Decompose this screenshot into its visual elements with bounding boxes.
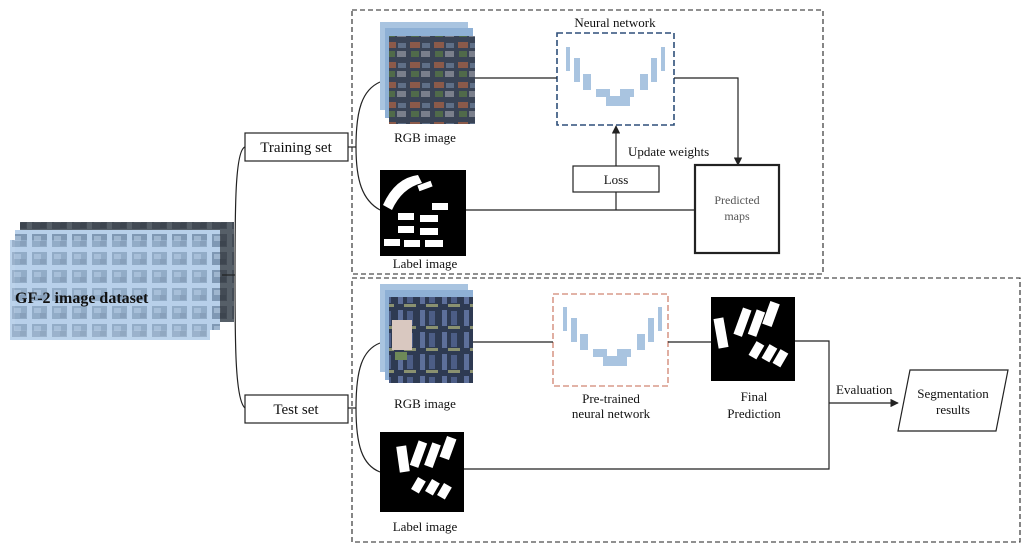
training-set-label: Training set [260,140,332,156]
test-rgb-image [380,284,473,383]
training-label-label: Label image [393,256,458,271]
segmentation-results-box [897,369,1009,432]
predicted-maps-line1: Predicted [714,193,759,207]
final-line2: Prediction [727,406,781,421]
predicted-maps-box [693,163,781,255]
training-rgb-image [380,22,475,124]
loss-label: Loss [604,172,629,187]
test-label-image [380,432,464,512]
loss-box [572,165,660,193]
final-line1: Final [741,389,768,404]
final-prediction-image [711,297,795,381]
predicted-maps-line2: maps [724,209,750,223]
segmentation-results-line1: Segmentation [917,386,989,401]
unet-icon [566,47,665,106]
pretrained-unet-icon [563,307,662,366]
neural-network-box [556,32,675,126]
dataset-front-tint [10,240,210,340]
pretrained-line1: Pre-trained [582,391,640,406]
dataset-title: GF-2 image dataset [15,290,149,307]
pretrained-line2: neural network [572,406,651,421]
training-label-image [380,170,466,256]
evaluation-label: Evaluation [836,382,893,397]
test-label-label: Label image [393,519,458,534]
dataset-front-layer [10,240,210,340]
split-brace [222,146,246,409]
neural-network-title: Neural network [574,15,656,30]
training-panel [351,9,824,275]
training-rgb-label: RGB image [394,130,456,145]
update-weights-label: Update weights [628,144,709,159]
test-set-label: Test set [273,402,319,418]
pretrained-network-box [552,293,669,387]
test-set-box [244,394,349,424]
segmentation-results-line2: results [936,402,970,417]
test-panel [351,277,1021,543]
test-rgb-label: RGB image [394,396,456,411]
dataset-stack: GF-2 image dataset [10,222,234,340]
